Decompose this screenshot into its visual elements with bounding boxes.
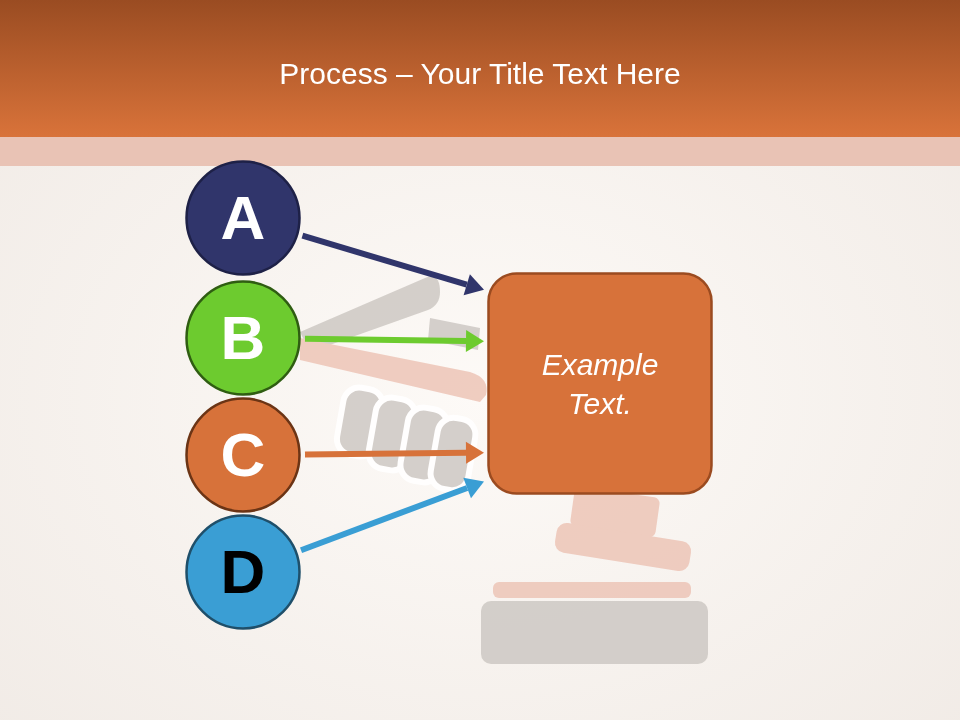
arrow-connector (302, 236, 484, 296)
fist (334, 385, 478, 493)
arrow-shaft (305, 339, 466, 341)
arrow-head (466, 330, 484, 352)
title-band (0, 137, 960, 166)
title-bar (0, 0, 960, 137)
shape-fill (187, 162, 300, 275)
arrow-head (463, 478, 484, 499)
arrow-shaft (301, 488, 467, 550)
arrow-head (466, 442, 484, 464)
arrow-shaft (305, 453, 466, 455)
letter-circle: B (185, 280, 301, 396)
letter-circle: A (185, 160, 301, 276)
arrow-connector (305, 330, 484, 352)
circle-letter: C (221, 415, 266, 496)
arrow-head (464, 274, 484, 295)
letter-circle: D (185, 514, 301, 630)
shape-fill (187, 282, 300, 395)
letter-circle: C (185, 397, 301, 513)
gavel-head (553, 522, 692, 573)
circle-letter: B (221, 298, 266, 379)
arrow-connector (301, 478, 484, 551)
process-box: Example Text. (487, 272, 713, 495)
circle-letter: D (221, 532, 266, 613)
arrow-connector (305, 442, 484, 464)
slide-title: Process – Your Title Text Here (0, 50, 960, 98)
gavel-band (300, 338, 487, 402)
shape-fill (187, 399, 300, 512)
box-text: Example Text. (520, 345, 680, 423)
block-top (493, 582, 691, 598)
arrow-shaft (302, 236, 466, 285)
sound-block (481, 601, 708, 664)
shape-fill (187, 516, 300, 629)
shape-fill (489, 274, 712, 494)
box-outline (487, 272, 713, 495)
circle-letter: A (221, 178, 266, 259)
